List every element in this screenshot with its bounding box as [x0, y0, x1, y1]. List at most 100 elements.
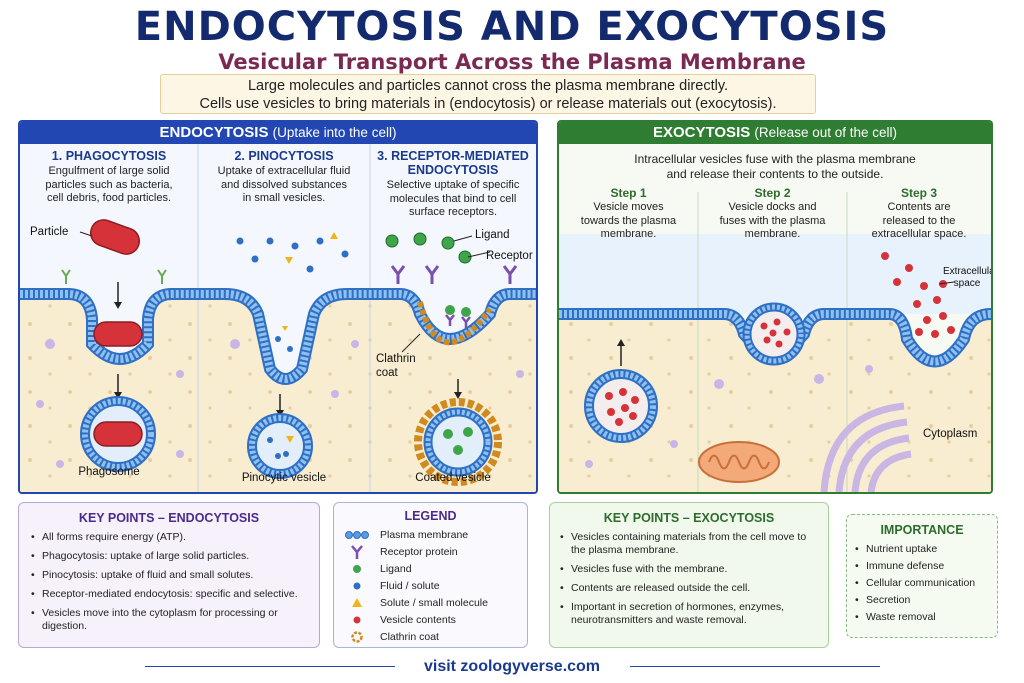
solute-icon: [352, 598, 362, 608]
legend-item: Fluid / solute: [344, 578, 440, 594]
phagocytosis-particle: [89, 219, 141, 255]
importance-title: IMPORTANCE: [880, 523, 964, 537]
legend-label: Solute / small molecule: [380, 597, 488, 609]
footer-rule-left: [145, 666, 395, 667]
list-item: Pinocytosis: uptake of fluid and small s…: [31, 569, 311, 582]
extracellular-label-line: Extracellular: [943, 266, 993, 277]
importance-list: Nutrient uptake Immune defense Cellular …: [855, 543, 995, 628]
exocytosis-diagram: [559, 192, 991, 492]
pinocytosis-desc-line: and dissolved substances: [221, 178, 347, 191]
step-desc-line: fuses with the plasma: [719, 214, 826, 227]
list-item: Contents are released outside the cell.: [560, 582, 822, 595]
legend-title: LEGEND: [404, 509, 457, 523]
legend-item: Solute / small molecule: [344, 595, 488, 611]
step-1-desc: Vesicle moves towards the plasma membran…: [559, 201, 698, 242]
page-subtitle: Vesicular Transport Across the Plasma Me…: [218, 50, 806, 74]
pinocytic-vesicle-label: Pinocytic vesicle: [241, 472, 327, 484]
list-item: Phagocytosis: uptake of large solid part…: [31, 550, 311, 563]
pinocytosis-desc-line: Uptake of extracellular fluid: [217, 165, 351, 177]
list-item: Important in secretion of hormones, enzy…: [560, 601, 822, 627]
step-desc-line: towards the plasma: [580, 214, 677, 227]
key-points-endo-list: All forms require energy (ATP). Phagocyt…: [31, 531, 311, 639]
membrane-icon: [345, 531, 369, 540]
footer-link[interactable]: visit zoologyverse.com: [423, 658, 601, 675]
list-item: Secretion: [855, 594, 995, 607]
endocytosis-header-subtitle: (Uptake into the cell): [272, 125, 397, 140]
endocytosis-panel: ENDOCYTOSIS (Uptake into the cell): [18, 120, 538, 494]
clathrin-coat-label: Clathrin coat: [376, 352, 416, 380]
receptor-mediated-desc: Selective uptake of specific molecules t…: [370, 179, 536, 220]
legend-label: Receptor protein: [380, 546, 458, 558]
clathrin-icon: [351, 631, 363, 643]
list-item: Receptor-mediated endocytosis: specific …: [31, 588, 311, 601]
step-desc-line: extracellular space.: [871, 228, 967, 240]
list-item: Cellular communication: [855, 577, 995, 590]
list-item: Waste removal: [855, 611, 995, 624]
step-desc-line: Contents are: [887, 201, 951, 213]
legend-item: Vesicle contents: [344, 612, 456, 628]
phagosome-label: Phagosome: [78, 466, 140, 478]
exocytosis-desc: Intracellular vesicles fuse with the pla…: [559, 152, 991, 182]
exocytosis-desc-line: and release their contents to the outsid…: [666, 167, 884, 181]
legend-label: Clathrin coat: [380, 631, 439, 643]
legend-item: Receptor protein: [344, 544, 458, 560]
ligand-icon: [353, 565, 361, 574]
pinocytosis-desc-line: in small vesicles.: [242, 192, 326, 204]
exocytosis-desc-line: Intracellular vesicles fuse with the pla…: [634, 152, 916, 166]
key-points-exo-list: Vesicles containing materials from the c…: [560, 531, 822, 633]
list-item: Vesicles fuse with the membrane.: [560, 563, 822, 576]
phagocytosis-title: 1. PHAGOCYTOSIS: [51, 149, 167, 163]
endocytosis-diagram: [20, 144, 536, 492]
intro-box: Large molecules and particles cannot cro…: [160, 74, 816, 114]
receptor-desc-line: surface receptors.: [408, 206, 498, 218]
exocytosis-header-title: EXOCYTOSIS: [652, 124, 751, 141]
clathrin-label-line: Clathrin: [376, 353, 416, 365]
extracellular-label-line: space: [953, 278, 981, 289]
receptor-title-line: ENDOCYTOSIS: [407, 163, 499, 177]
step-desc-line: membrane.: [744, 228, 801, 240]
step-2-title: Step 2: [754, 186, 791, 200]
key-points-endocytosis: KEY POINTS – ENDOCYTOSIS All forms requi…: [18, 502, 320, 648]
clathrin-label-line: coat: [376, 367, 398, 379]
pinocytosis-desc: Uptake of extracellular fluid and dissol…: [198, 165, 370, 206]
list-item: All forms require energy (ATP).: [31, 531, 311, 544]
receptor-label: Receptor: [486, 250, 533, 262]
step-desc-line: membrane.: [600, 228, 657, 240]
receptor-desc-line: Selective uptake of specific: [386, 179, 520, 191]
exocytosis-header: EXOCYTOSIS (Release out of the cell): [559, 122, 991, 144]
key-points-endo-title: KEY POINTS – ENDOCYTOSIS: [78, 511, 260, 525]
step-1-title: Step 1: [610, 186, 647, 200]
exocytosis-header-subtitle: (Release out of the cell): [754, 125, 897, 140]
legend: LEGEND Plasma membrane Receptor protein …: [333, 502, 528, 648]
ligand-label: Ligand: [475, 229, 510, 241]
receptor-title-line: 3. RECEPTOR-MEDIATED: [377, 149, 529, 163]
key-points-exocytosis: KEY POINTS – EXOCYTOSIS Vesicles contain…: [549, 502, 829, 648]
pinocytosis-title: 2. PINOCYTOSIS: [234, 149, 334, 163]
list-item: Nutrient uptake: [855, 543, 995, 556]
step-2-desc: Vesicle docks and fuses with the plasma …: [698, 201, 847, 242]
phagocytosis-desc-line: cell debris, food particles.: [46, 192, 172, 204]
fluid-icon: [353, 582, 361, 590]
phagocytosis-desc-line: particles such as bacteria,: [45, 178, 173, 191]
key-points-exo-title: KEY POINTS – EXOCYTOSIS: [603, 511, 775, 525]
footer-rule-right: [630, 666, 880, 667]
exocytosis-panel: EXOCYTOSIS (Release out of the cell): [557, 120, 993, 494]
intro-line-2: Cells use vesicles to bring materials in…: [199, 96, 777, 112]
receptor-mediated-title: 3. RECEPTOR-MEDIATED ENDOCYTOSIS: [370, 149, 536, 177]
legend-item: Ligand: [344, 561, 412, 577]
intro-line-1: Large molecules and particles cannot cro…: [247, 78, 729, 94]
legend-label: Vesicle contents: [380, 614, 456, 626]
list-item: Vesicles containing materials from the c…: [560, 531, 822, 557]
receptor-icon: [351, 545, 363, 560]
legend-item: Plasma membrane: [344, 527, 468, 543]
list-item: Immune defense: [855, 560, 995, 573]
step-desc-line: Vesicle docks and: [728, 201, 817, 213]
page-title: ENDOCYTOSIS AND EXOCYTOSIS: [134, 4, 890, 50]
step-3-title: Step 3: [900, 186, 937, 200]
cytoplasm-label: Cytoplasm: [923, 428, 978, 440]
phagocytosis-desc: Engulfment of large solid particles such…: [20, 165, 198, 206]
legend-label: Plasma membrane: [380, 529, 469, 541]
importance-box: IMPORTANCE Nutrient uptake Immune defens…: [846, 514, 998, 638]
step-desc-line: released to the: [882, 214, 956, 227]
legend-label: Fluid / solute: [380, 580, 440, 592]
